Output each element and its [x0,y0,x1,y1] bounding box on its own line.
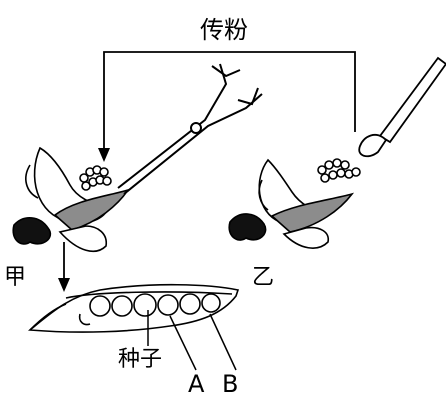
flower-a-label: 甲 [4,265,26,290]
point-b-label: B [222,370,238,396]
seed-label: 种子 [118,347,162,372]
flower-b-label: 乙 [252,265,274,290]
brush-icon [359,58,446,156]
flower-a [13,148,128,292]
forceps-icon [118,64,262,194]
point-a-label: A [188,370,205,396]
flower-b [229,159,360,248]
pollination-bracket [98,52,355,162]
pollination-label: 传粉 [200,16,248,44]
